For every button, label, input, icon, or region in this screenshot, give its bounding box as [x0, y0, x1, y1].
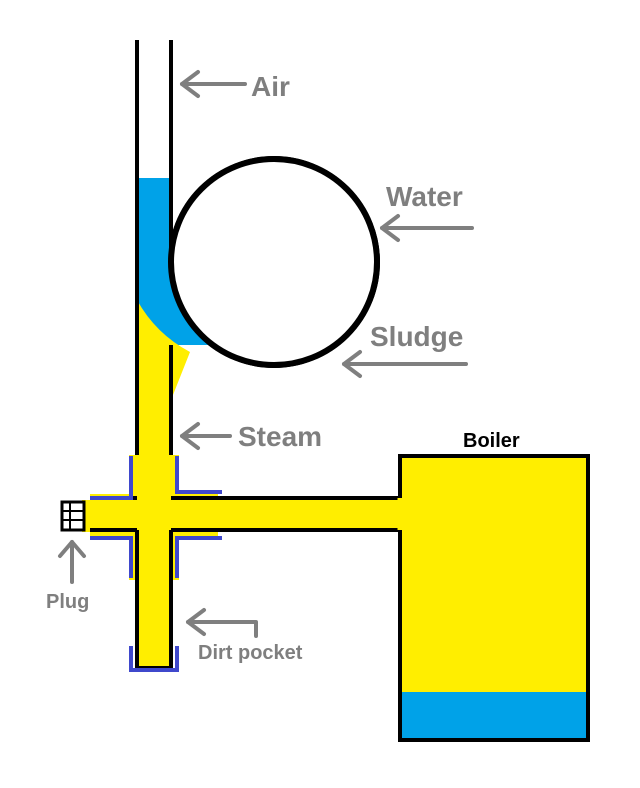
air-label: Air: [251, 71, 290, 102]
water-arrow-icon: [380, 214, 474, 242]
water-label: Water: [386, 181, 463, 212]
steam-arrow-icon: [180, 422, 232, 450]
boiler-outline: [398, 454, 590, 742]
plug-label: Plug: [46, 591, 89, 613]
boiler: [397, 454, 590, 742]
plug-arrow-icon: [58, 540, 86, 584]
boiler-water-fill: [400, 692, 588, 740]
plug-body: [60, 500, 86, 532]
dirt-pocket-fill: [137, 530, 171, 668]
dirt-pocket-label: Dirt pocket: [198, 642, 303, 664]
sludge-arrow-icon: [342, 350, 468, 378]
pipe-fill: [171, 498, 401, 528]
dirt-pocket-leg: [135, 530, 173, 670]
air-arrow-icon: [180, 70, 247, 98]
steam-label: Steam: [238, 421, 322, 452]
riser-water-curve: [137, 178, 220, 345]
horizontal-pipe: [90, 496, 401, 532]
dirt-pocket-arrow-icon: [186, 608, 258, 638]
sludge-label: Sludge: [370, 321, 463, 352]
annotation-arrows: [58, 70, 474, 638]
plug: [60, 500, 86, 532]
riser-steam-lower: [137, 300, 190, 400]
fitting-brackets: [90, 456, 222, 672]
boiler-label: Boiler: [463, 430, 520, 452]
loop-hole-white: [172, 160, 376, 364]
